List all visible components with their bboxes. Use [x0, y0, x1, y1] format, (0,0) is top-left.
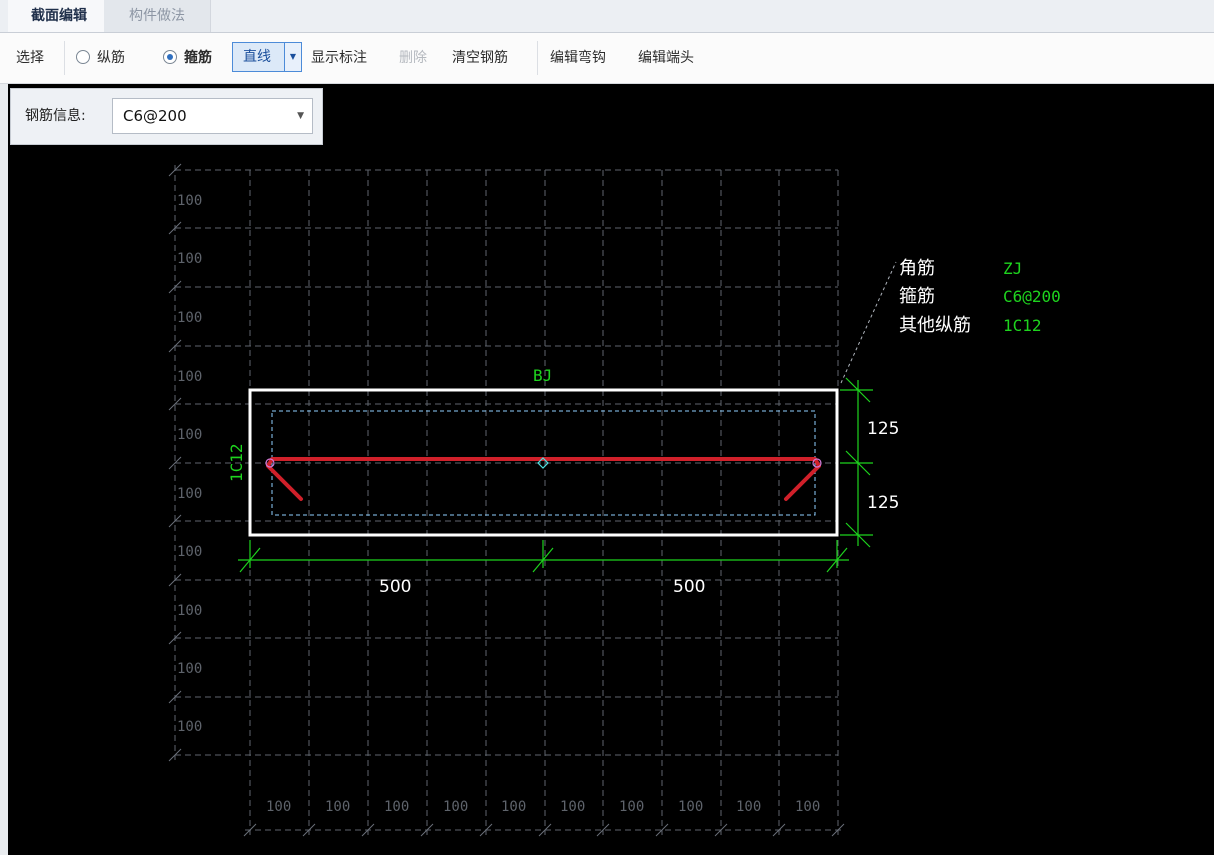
grid-col-label: 100	[325, 799, 350, 815]
chevron-down-icon[interactable]: ▼	[284, 43, 301, 71]
line-mode-value: 直线	[243, 49, 271, 65]
grid-col-label: 100	[619, 799, 644, 815]
edit-hook-button[interactable]: 编辑弯钩	[550, 50, 606, 66]
grid-row-label: 100	[177, 427, 202, 443]
grid-row-label: 100	[177, 310, 202, 326]
stirrup-line[interactable]	[266, 457, 821, 501]
toolbar: 选择 纵筋 箍筋 直线 ▼ 显示标注 删除 清空钢筋 编辑弯钩 编辑端头	[0, 33, 1214, 84]
grid-row-label: 100	[177, 369, 202, 385]
longitudinal-radio[interactable]	[76, 50, 90, 64]
grid-col-labels: 100 100 100 100 100 100 100 100 100 100	[266, 799, 820, 815]
rebar-info-panel: 钢筋信息: C6@200 ▼	[10, 88, 323, 145]
side-rebar-label: 1C12	[227, 443, 246, 482]
edit-end-button[interactable]: 编辑端头	[638, 50, 694, 66]
show-annotation-button[interactable]: 显示标注	[311, 50, 367, 66]
tab-section-edit[interactable]: 截面编辑	[8, 0, 111, 32]
cover-outline	[271, 410, 816, 516]
legend-name: 其他纵筋	[899, 315, 971, 336]
delete-button[interactable]: 删除	[399, 50, 427, 66]
legend-value: C6@200	[1003, 287, 1061, 306]
canvas-left-border	[0, 84, 8, 855]
tab-bar: 截面编辑 构件做法	[0, 0, 1214, 33]
rebar-info-select[interactable]: C6@200 ▼	[112, 98, 313, 134]
toolbar-separator	[64, 41, 65, 75]
grid-col-label: 100	[560, 799, 585, 815]
drawing-canvas[interactable]	[8, 84, 1214, 855]
select-button[interactable]: 选择	[16, 50, 44, 66]
bottom-dimension	[238, 540, 849, 573]
grid-row-label: 100	[177, 661, 202, 677]
rebar-legend: 角筋 ZJ 箍筋 C6@200 其他纵筋 1C12	[899, 258, 1061, 336]
legend-name: 角筋	[899, 258, 935, 279]
grid-row-label: 100	[177, 486, 202, 502]
grid-col-label: 100	[384, 799, 409, 815]
grid-row-label: 100	[177, 719, 202, 735]
longitudinal-radio-label[interactable]: 纵筋	[97, 50, 125, 66]
dim-bottom-left: 500	[379, 577, 411, 597]
rebar-info-value: C6@200	[123, 107, 187, 125]
center-marker	[537, 457, 549, 469]
dim-right-bottom: 125	[867, 493, 899, 513]
grid-col-label: 100	[266, 799, 291, 815]
legend-name: 箍筋	[899, 286, 935, 307]
grid-col-label: 100	[678, 799, 703, 815]
grid-col-label: 100	[443, 799, 468, 815]
line-mode-dropdown[interactable]: 直线 ▼	[232, 42, 302, 72]
toolbar-separator	[537, 41, 538, 75]
dim-right-top: 125	[867, 419, 899, 439]
grid-row-labels: 100 100 100 100 100 100 100 100 100 100	[177, 193, 202, 735]
grid-col-label: 100	[736, 799, 761, 815]
grid-row-label: 100	[177, 193, 202, 209]
chevron-down-icon[interactable]: ▼	[297, 111, 304, 121]
grid	[174, 165, 843, 835]
grid-row-label: 100	[177, 603, 202, 619]
dim-bottom-right: 500	[673, 577, 705, 597]
section-name: BJ	[533, 366, 552, 385]
legend-leader-line	[840, 261, 897, 384]
grid-row-label: 100	[177, 544, 202, 560]
rebar-info-label: 钢筋信息:	[25, 108, 86, 124]
legend-value: ZJ	[1003, 259, 1022, 278]
grid-row-label: 100	[177, 251, 202, 267]
section-outline[interactable]	[248, 388, 839, 537]
grid-col-label: 100	[501, 799, 526, 815]
stirrup-radio[interactable]	[163, 50, 177, 64]
grid-ticks	[168, 163, 845, 837]
rebar-points	[265, 458, 822, 468]
legend-value: 1C12	[1003, 316, 1042, 335]
stirrup-radio-label[interactable]: 箍筋	[184, 50, 212, 66]
grid-col-label: 100	[795, 799, 820, 815]
tab-component-method[interactable]: 构件做法	[104, 0, 211, 32]
right-dimension	[840, 377, 873, 548]
clear-rebar-button[interactable]: 清空钢筋	[452, 50, 508, 66]
